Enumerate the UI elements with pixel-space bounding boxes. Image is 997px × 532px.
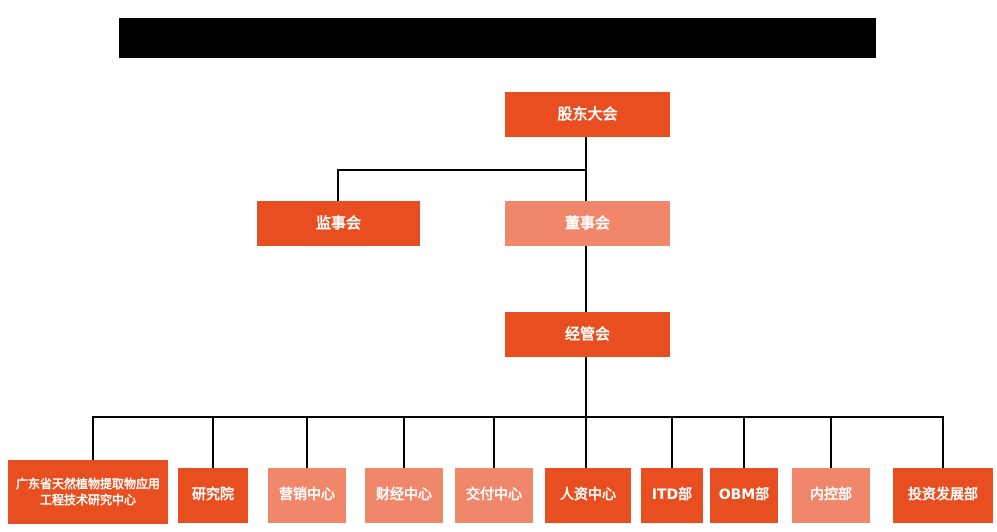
connector-drop-obm xyxy=(743,417,745,468)
node-dept-finance-center: 财经中心 xyxy=(365,468,443,523)
node-dept-marketing-center: 营销中心 xyxy=(268,468,346,523)
node-dept-internal-control: 内控部 xyxy=(792,468,870,523)
node-dept-obm: OBM部 xyxy=(710,468,778,523)
node-dept-delivery-center: 交付中心 xyxy=(455,468,533,523)
connector-drop-marketing xyxy=(306,417,308,468)
connector-branch-horizontal xyxy=(337,169,587,171)
connector-drop-internal-control xyxy=(830,417,832,468)
node-dept-itd: ITD部 xyxy=(641,468,703,523)
connector-drop-finance xyxy=(403,417,405,468)
connector-drop-hr xyxy=(585,417,587,468)
connector-supervisory-drop xyxy=(337,169,339,201)
connector-drop-itd xyxy=(671,417,673,468)
node-board-of-directors: 董事会 xyxy=(505,201,670,246)
connector-drop-delivery xyxy=(493,417,495,468)
node-dept-research-center: 广东省天然植物提取物应用工程技术研究中心 xyxy=(8,460,168,524)
node-supervisory-board: 监事会 xyxy=(257,201,420,246)
node-dept-investment-development: 投资发展部 xyxy=(893,468,993,523)
connector-board-management xyxy=(585,246,587,312)
connector-drop-institute xyxy=(212,417,214,468)
node-dept-research-institute: 研究院 xyxy=(178,468,248,523)
connector-drop-investment xyxy=(942,417,944,468)
connector-bus-horizontal xyxy=(92,416,944,418)
connector-drop-research-center xyxy=(92,416,94,460)
title-bar xyxy=(119,18,876,58)
connector-management-bus xyxy=(585,357,587,417)
node-shareholders-meeting: 股东大会 xyxy=(505,92,670,137)
node-dept-hr-center: 人资中心 xyxy=(545,468,631,523)
node-management-committee: 经管会 xyxy=(505,312,670,357)
